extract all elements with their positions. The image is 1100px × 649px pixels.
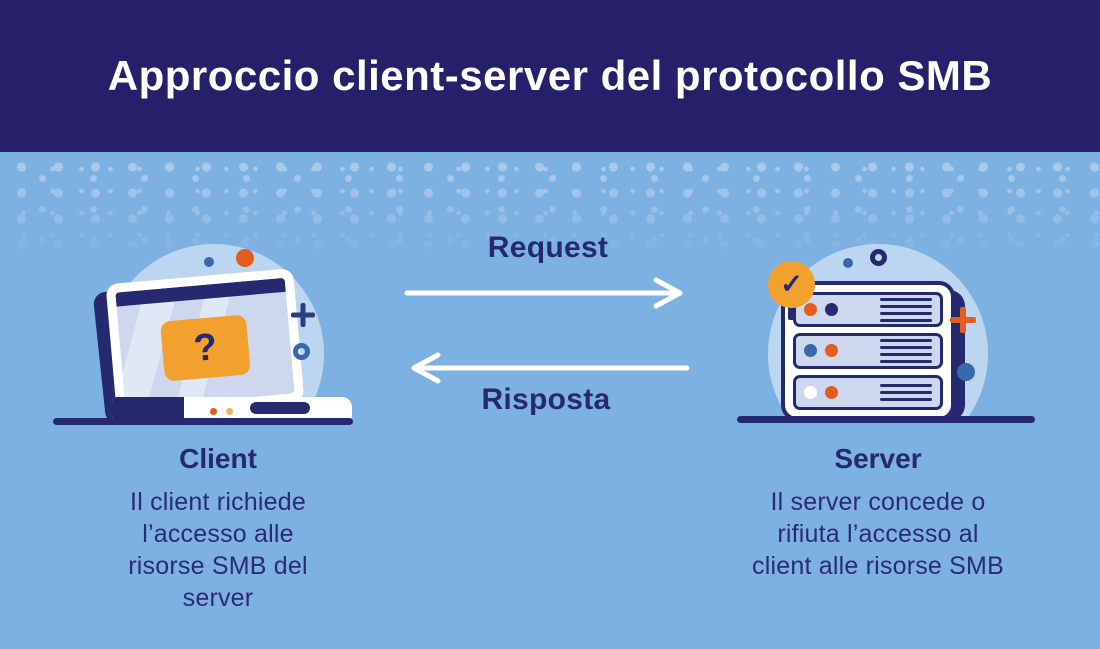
laptop-base-dot-amber — [226, 408, 233, 415]
slot-indicator-dot — [804, 303, 817, 317]
client-description-line: l’accesso alle — [142, 520, 294, 548]
request-label: Request — [487, 231, 609, 264]
client-caption-description: Il client richiede l’accesso alle risors… — [53, 486, 383, 614]
slot-indicator-dot — [825, 303, 838, 317]
server-slot — [793, 333, 943, 369]
question-card: ? — [159, 313, 251, 382]
page-title: Approccio client-server del protocollo S… — [107, 52, 993, 99]
client-description-line: Il client richiede — [130, 488, 306, 516]
server-rack-icon — [781, 281, 955, 421]
client-plus-icon — [291, 303, 315, 327]
server-caption-description: Il server concede o rifiuta l’accesso al… — [713, 486, 1043, 582]
check-icon: ✓ — [780, 269, 803, 299]
check-badge: ✓ — [768, 261, 815, 308]
slot-indicator-dot — [804, 385, 817, 399]
server-decor-dot-blue — [843, 258, 853, 268]
check-badge-stem — [788, 306, 795, 320]
response-label: Risposta — [481, 383, 611, 416]
client-ring-icon — [293, 343, 310, 360]
slot-indicator-dot — [825, 344, 838, 358]
client-decor-dot-orange — [236, 249, 254, 267]
slot-vent-lines — [880, 297, 932, 322]
slot-indicator-dot — [804, 344, 817, 358]
laptop-screen: ? — [115, 277, 295, 409]
laptop-screen-topbar — [115, 277, 286, 307]
server-ring-icon — [870, 249, 887, 266]
server-slot — [793, 374, 943, 410]
server-decor-dot-right — [957, 363, 975, 381]
laptop-icon: ? — [105, 268, 305, 418]
request-arrow-icon — [404, 277, 683, 309]
client-ground-line — [53, 418, 353, 425]
server-description-line: rifiuta l’accesso al — [777, 520, 979, 548]
server-description-line: client alle risorse SMB — [752, 552, 1004, 580]
header-band: Approccio client-server del protocollo S… — [0, 0, 1100, 152]
client-description-line: risorse SMB del — [128, 552, 308, 580]
response-arrow-icon — [411, 352, 690, 384]
server-plus-icon — [950, 307, 976, 333]
slot-vent-lines — [880, 338, 932, 363]
server-caption-title: Server — [834, 443, 922, 474]
server-description-line: Il server concede o — [770, 488, 986, 516]
client-description-line: server — [182, 584, 254, 612]
laptop-base-dot-red — [210, 408, 217, 415]
question-mark-icon: ? — [192, 325, 219, 370]
server-slot — [793, 292, 943, 328]
client-decor-dot-blue — [204, 257, 214, 267]
server-ground-line — [737, 416, 1035, 423]
laptop-trackpad-notch — [250, 402, 310, 414]
client-caption-title: Client — [179, 443, 257, 474]
slot-indicator-dot — [825, 385, 838, 399]
slot-vent-lines — [880, 383, 932, 401]
